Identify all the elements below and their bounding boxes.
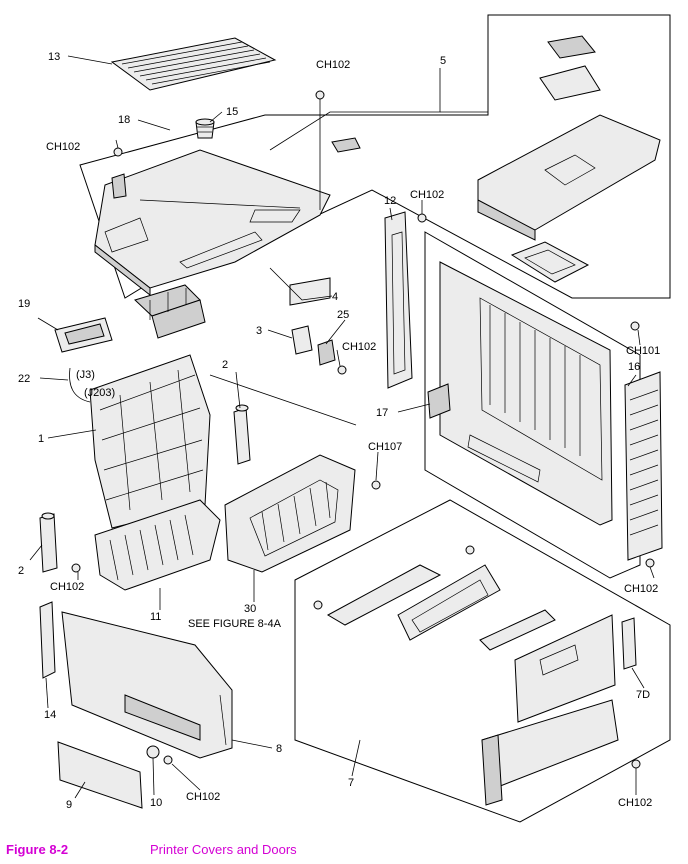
figure-title: Printer Covers and Doors (150, 842, 297, 857)
part-15-knob (195, 118, 215, 139)
callout-ch107: CH107 (368, 441, 402, 453)
callout-16: 16 (628, 361, 640, 373)
upper-bracket (111, 137, 361, 199)
callout-14: 14 (44, 709, 56, 721)
callout-7: 7 (348, 777, 354, 789)
right-side-cover-outline (424, 231, 641, 579)
callout-j203: (J203) (84, 387, 115, 399)
part-12-bracket (384, 211, 413, 389)
part-13-top-cover (110, 37, 277, 91)
part-19-connector (54, 317, 113, 403)
callout-ch102-top: CH102 (316, 59, 350, 71)
part-14-latch (39, 601, 56, 679)
screw-ch107 (371, 480, 381, 490)
callout-8: 8 (276, 743, 282, 755)
callout-4: 4 (332, 291, 338, 303)
leader-lines (29, 55, 655, 799)
screw-ch102-mid (337, 365, 347, 375)
paper-guide-blocks (134, 284, 206, 339)
callout-13: 13 (48, 51, 60, 63)
callout-ch101: CH101 (626, 345, 660, 357)
callout-ch102-right: CH102 (624, 583, 658, 595)
part-3-bracket (291, 325, 313, 355)
callout-22: 22 (18, 373, 30, 385)
assembly-7-outline (294, 499, 671, 823)
callout-30: 30 (244, 603, 256, 615)
callout-18: 18 (118, 114, 130, 126)
part-4-strip (289, 277, 331, 306)
callout-ch102-bottom-right: CH102 (618, 797, 652, 809)
exploded-parts-diagram: 13 5 18 15 12 4 3 25 19 22 (J3) (J203) 1… (18, 14, 671, 823)
callout-1: 1 (38, 433, 44, 445)
part-5-fan-assembly (477, 35, 661, 283)
callout-9: 9 (66, 799, 72, 811)
screw-ch102-tray-top (465, 545, 475, 555)
part-2-hinge-lower (39, 512, 58, 573)
callout-17: 17 (376, 407, 388, 419)
callout-ch102-lower-left: CH102 (50, 581, 84, 593)
screw-ch102-right (645, 558, 655, 568)
part-25-bracket (317, 339, 336, 366)
callout-2-upper: 2 (222, 359, 228, 371)
callout-see-figure: SEE FIGURE 8-4A (188, 618, 282, 630)
part-1-rear-door (89, 354, 211, 529)
callout-ch102-front: CH102 (186, 791, 220, 803)
part-10-knob (146, 745, 160, 759)
callout-10: 10 (150, 797, 162, 809)
upper-housing (94, 149, 331, 297)
callout-ch102-bracket: CH102 (410, 189, 444, 201)
callout-5: 5 (440, 55, 446, 67)
callout-7d: 7D (636, 689, 650, 701)
callout-3: 3 (256, 325, 262, 337)
part-16-vent-cover (624, 371, 663, 561)
callout-2-lower: 2 (18, 565, 24, 577)
part-7-tray-assembly (326, 564, 637, 806)
screw-ch102-front (163, 755, 173, 765)
figure-number: Figure 8-2 (6, 842, 69, 857)
part-8-front-cover (61, 611, 233, 759)
screw-ch102-left (113, 147, 123, 157)
callout-11: 11 (150, 611, 161, 623)
callout-labels: 13 5 18 15 12 4 3 25 19 22 (J3) (J203) 1… (18, 51, 660, 811)
screw-ch102-bracket (417, 213, 427, 223)
callout-19: 19 (18, 298, 30, 310)
part-2-hinge-upper (233, 404, 251, 465)
callout-ch102-left: CH102 (46, 141, 80, 153)
callout-25: 25 (337, 309, 349, 321)
callout-12: 12 (384, 195, 396, 207)
part-17-right-side-cover (427, 261, 613, 526)
part-30-fuser-unit (224, 454, 356, 573)
screw-ch102-tray (313, 600, 323, 610)
screw-ch102-lower-left (71, 563, 81, 573)
screw-ch102-bottom-right (631, 759, 641, 769)
part-11-paper-guide (94, 499, 221, 591)
callout-15: 15 (226, 106, 238, 118)
screw-ch101 (630, 321, 640, 331)
part-9-panel (57, 741, 143, 809)
screw-ch102-top (315, 90, 325, 210)
callout-ch102-mid: CH102 (342, 341, 376, 353)
callout-j3: (J3) (76, 369, 95, 381)
